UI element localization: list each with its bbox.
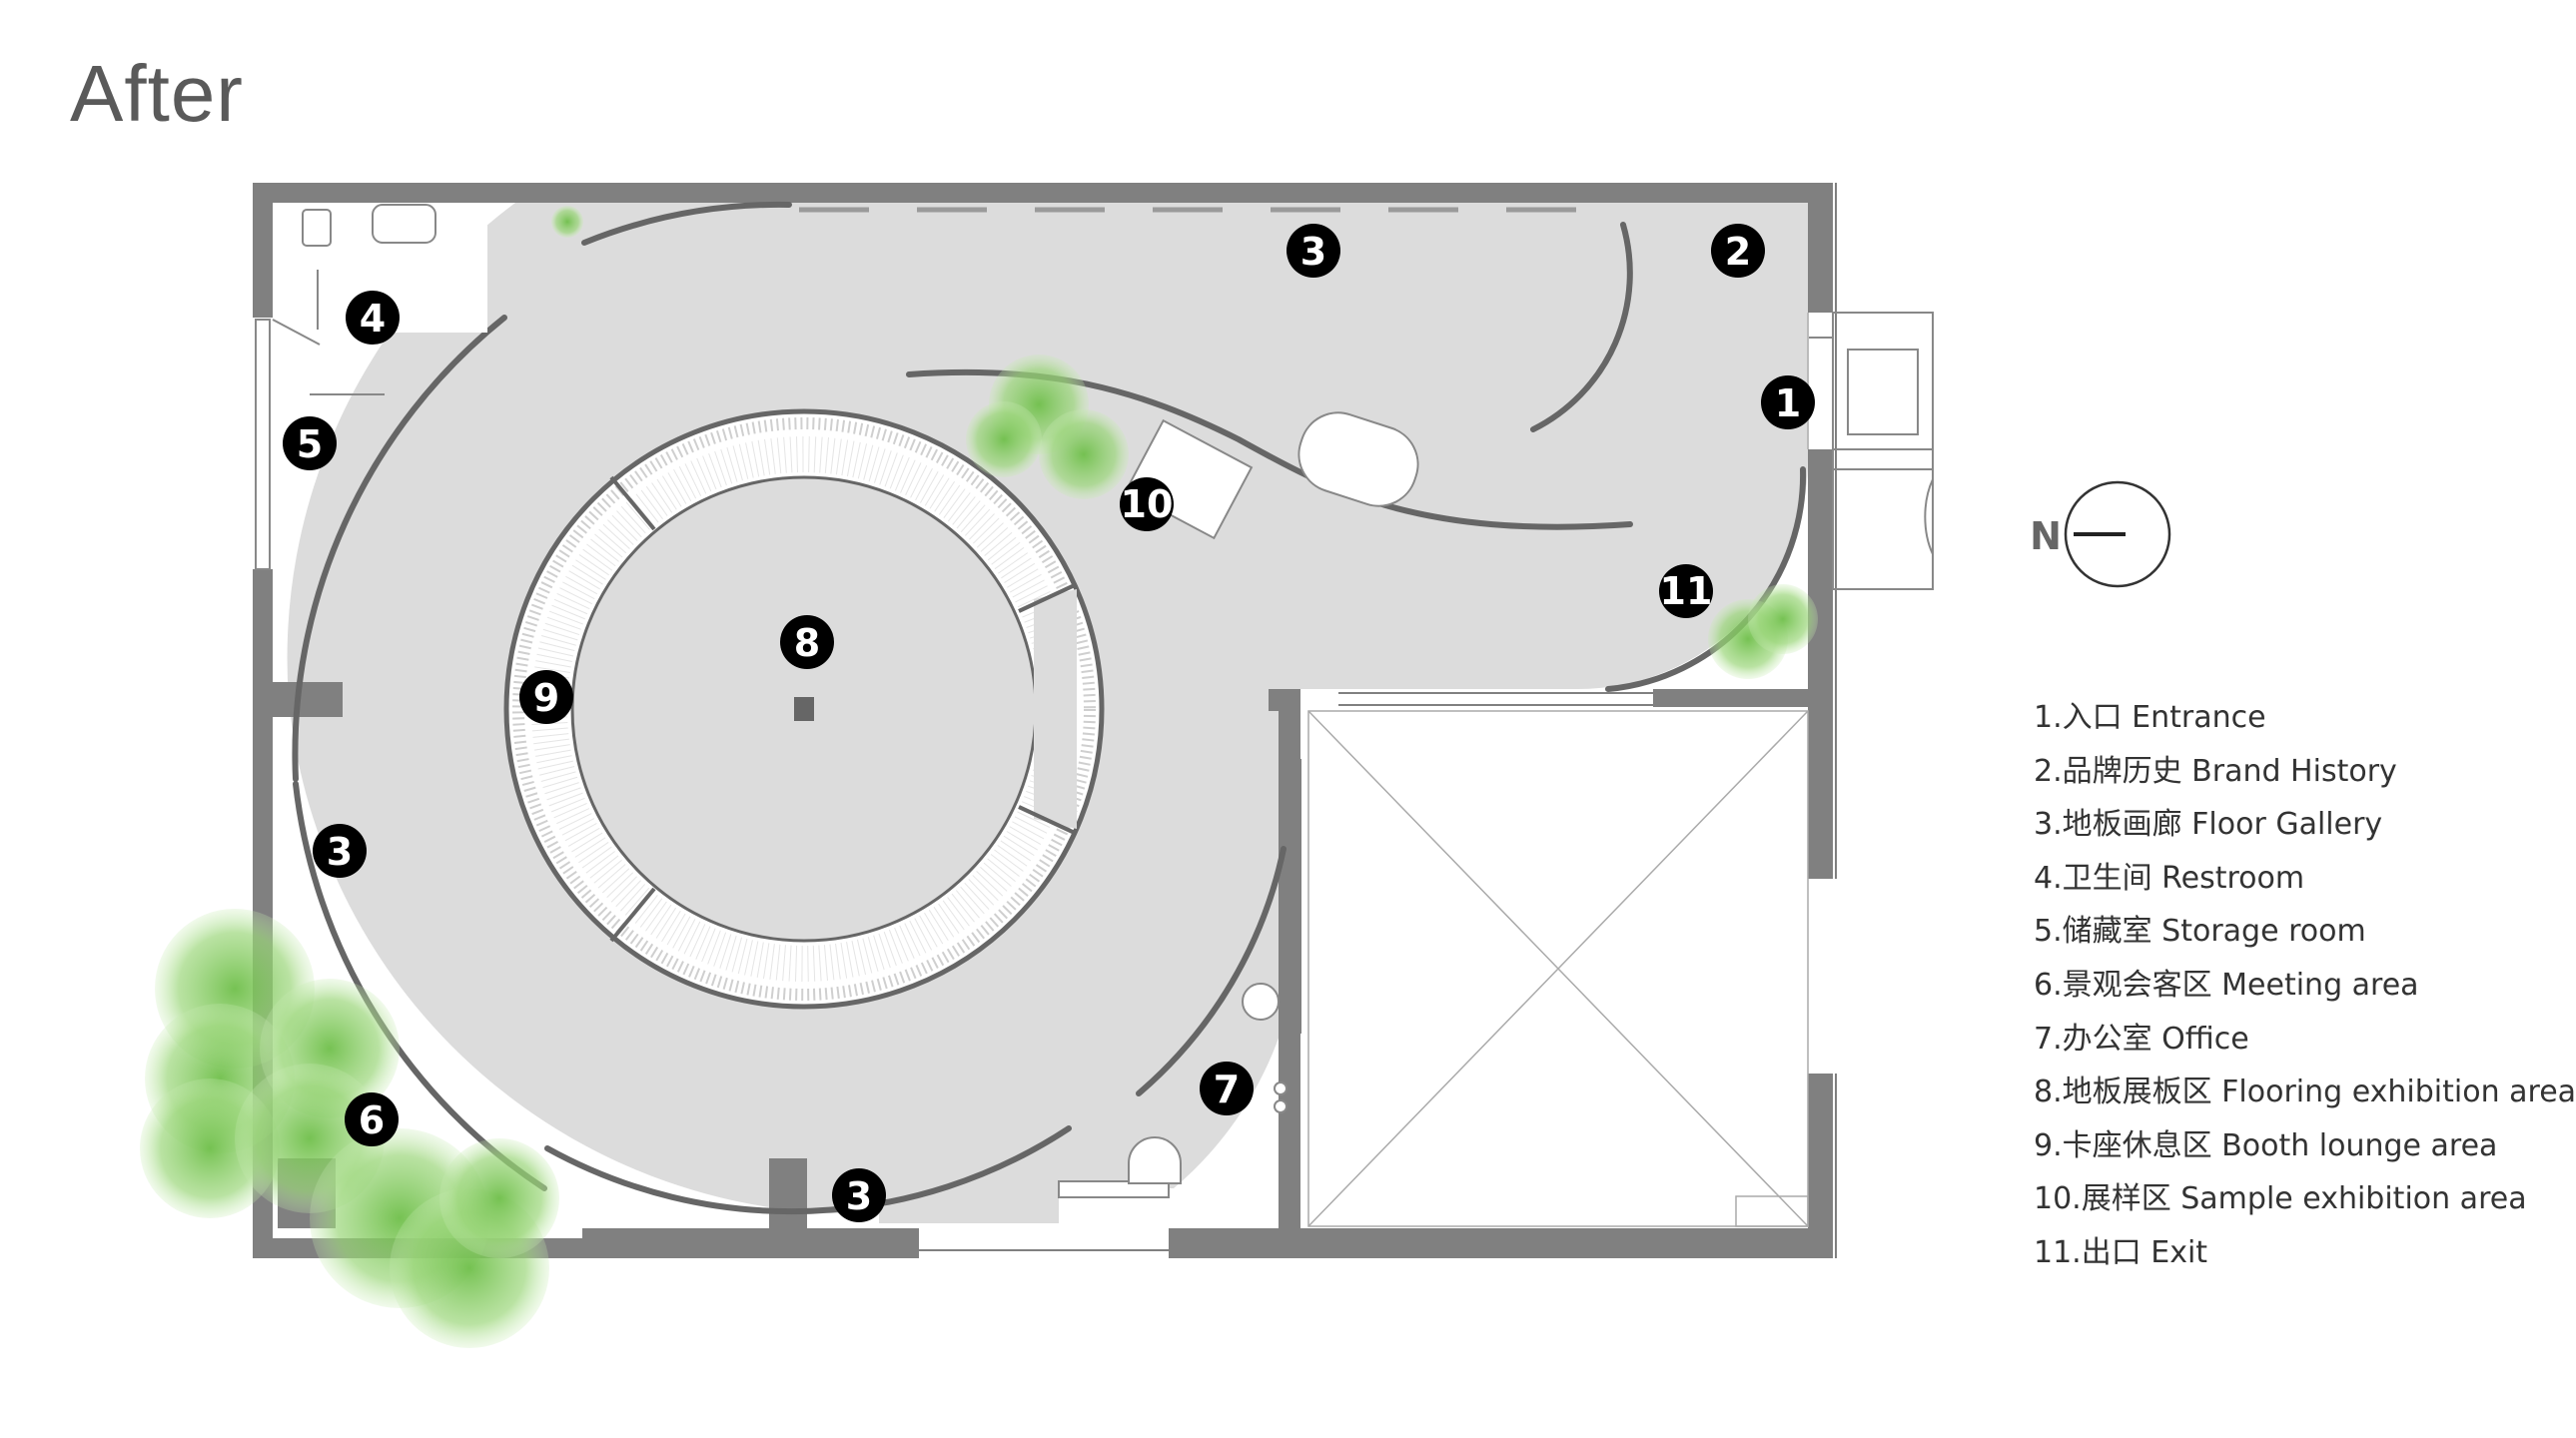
marker-11: 11	[1659, 564, 1713, 618]
svg-text:7: 7	[1214, 1068, 1240, 1111]
plants	[140, 206, 1818, 1348]
marker-4: 4	[346, 291, 400, 345]
svg-text:3: 3	[1300, 230, 1326, 274]
svg-text:4: 4	[360, 297, 386, 341]
svg-text:10: 10	[1121, 482, 1174, 526]
markers: 1 2 3 3 3 4 5 6 7 8 9 10 11	[283, 224, 1815, 1222]
north-arrow: N	[2030, 480, 2171, 588]
svg-text:5: 5	[297, 422, 323, 466]
legend-item-11: 11.出口 Exit	[2034, 1234, 2208, 1270]
legend-item-8: 8.地板展板区 Flooring exhibition area	[2034, 1075, 2576, 1110]
page-title: After	[70, 49, 244, 138]
utility-room	[1808, 312, 1934, 590]
marker-2: 2	[1711, 224, 1765, 278]
booth-lounge	[503, 408, 1105, 1010]
legend-item-4: 4.卫生间 Restroom	[2034, 860, 2305, 896]
marker-3-bottom: 3	[832, 1168, 886, 1222]
marker-8: 8	[780, 615, 834, 669]
legend-item-5: 5.储藏室 Storage room	[2034, 914, 2366, 950]
atrium-void	[1307, 710, 1809, 1227]
marker-10: 10	[1120, 477, 1174, 531]
legend-item-7: 7.办公室 Office	[2034, 1021, 2249, 1057]
walls	[253, 183, 1833, 1258]
legend: 1.入口 Entrance 2.品牌历史 Brand History 3.地板画…	[2034, 691, 2576, 1280]
sample-furniture	[1058, 411, 1419, 1198]
marker-3-left: 3	[313, 824, 367, 878]
marker-6: 6	[345, 1092, 399, 1146]
marker-3-top: 3	[1287, 224, 1340, 278]
north-label: N	[2030, 514, 2062, 558]
restroom-storage	[255, 203, 487, 570]
marker-7: 7	[1200, 1062, 1254, 1115]
svg-text:2: 2	[1725, 230, 1751, 274]
marker-9: 9	[519, 670, 573, 724]
svg-text:9: 9	[533, 676, 559, 720]
svg-text:1: 1	[1775, 381, 1801, 425]
svg-text:3: 3	[846, 1174, 872, 1218]
legend-item-6: 6.景观会客区 Meeting area	[2034, 967, 2419, 1003]
marker-5: 5	[283, 416, 337, 470]
legend-item-3: 3.地板画廊 Floor Gallery	[2034, 807, 2383, 843]
svg-text:11: 11	[1660, 569, 1713, 613]
legend-item-2: 2.品牌历史 Brand History	[2034, 753, 2397, 789]
marker-1: 1	[1761, 375, 1815, 429]
svg-text:8: 8	[794, 621, 820, 665]
legend-item-9: 9.卡座休息区 Booth lounge area	[2034, 1127, 2498, 1163]
legend-item-1: 1.入口 Entrance	[2034, 700, 2266, 735]
legend-item-10: 10.展样区 Sample exhibition area	[2034, 1181, 2527, 1217]
wall-outlines	[582, 183, 1837, 1258]
svg-text:3: 3	[327, 830, 353, 874]
svg-text:6: 6	[359, 1098, 385, 1142]
